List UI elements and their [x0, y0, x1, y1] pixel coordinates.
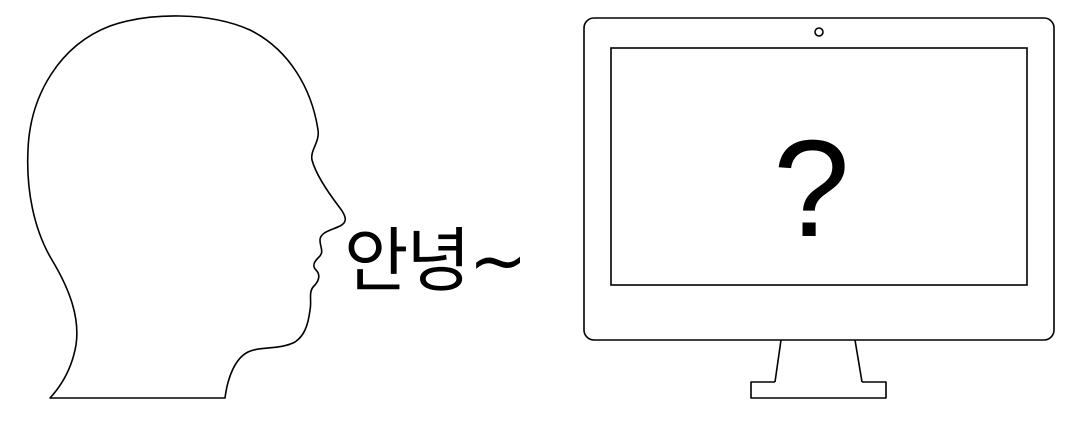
screen-question-mark: ? [773, 112, 850, 266]
webcam-icon [814, 27, 824, 37]
speech-text: 안녕~ [344, 220, 527, 302]
monitor-screen [610, 47, 1028, 286]
monitor-stand-base [750, 381, 887, 399]
human-head-profile-icon [26, 15, 347, 399]
monitor-frame [583, 17, 1055, 341]
monitor-stand-neck [774, 339, 863, 383]
